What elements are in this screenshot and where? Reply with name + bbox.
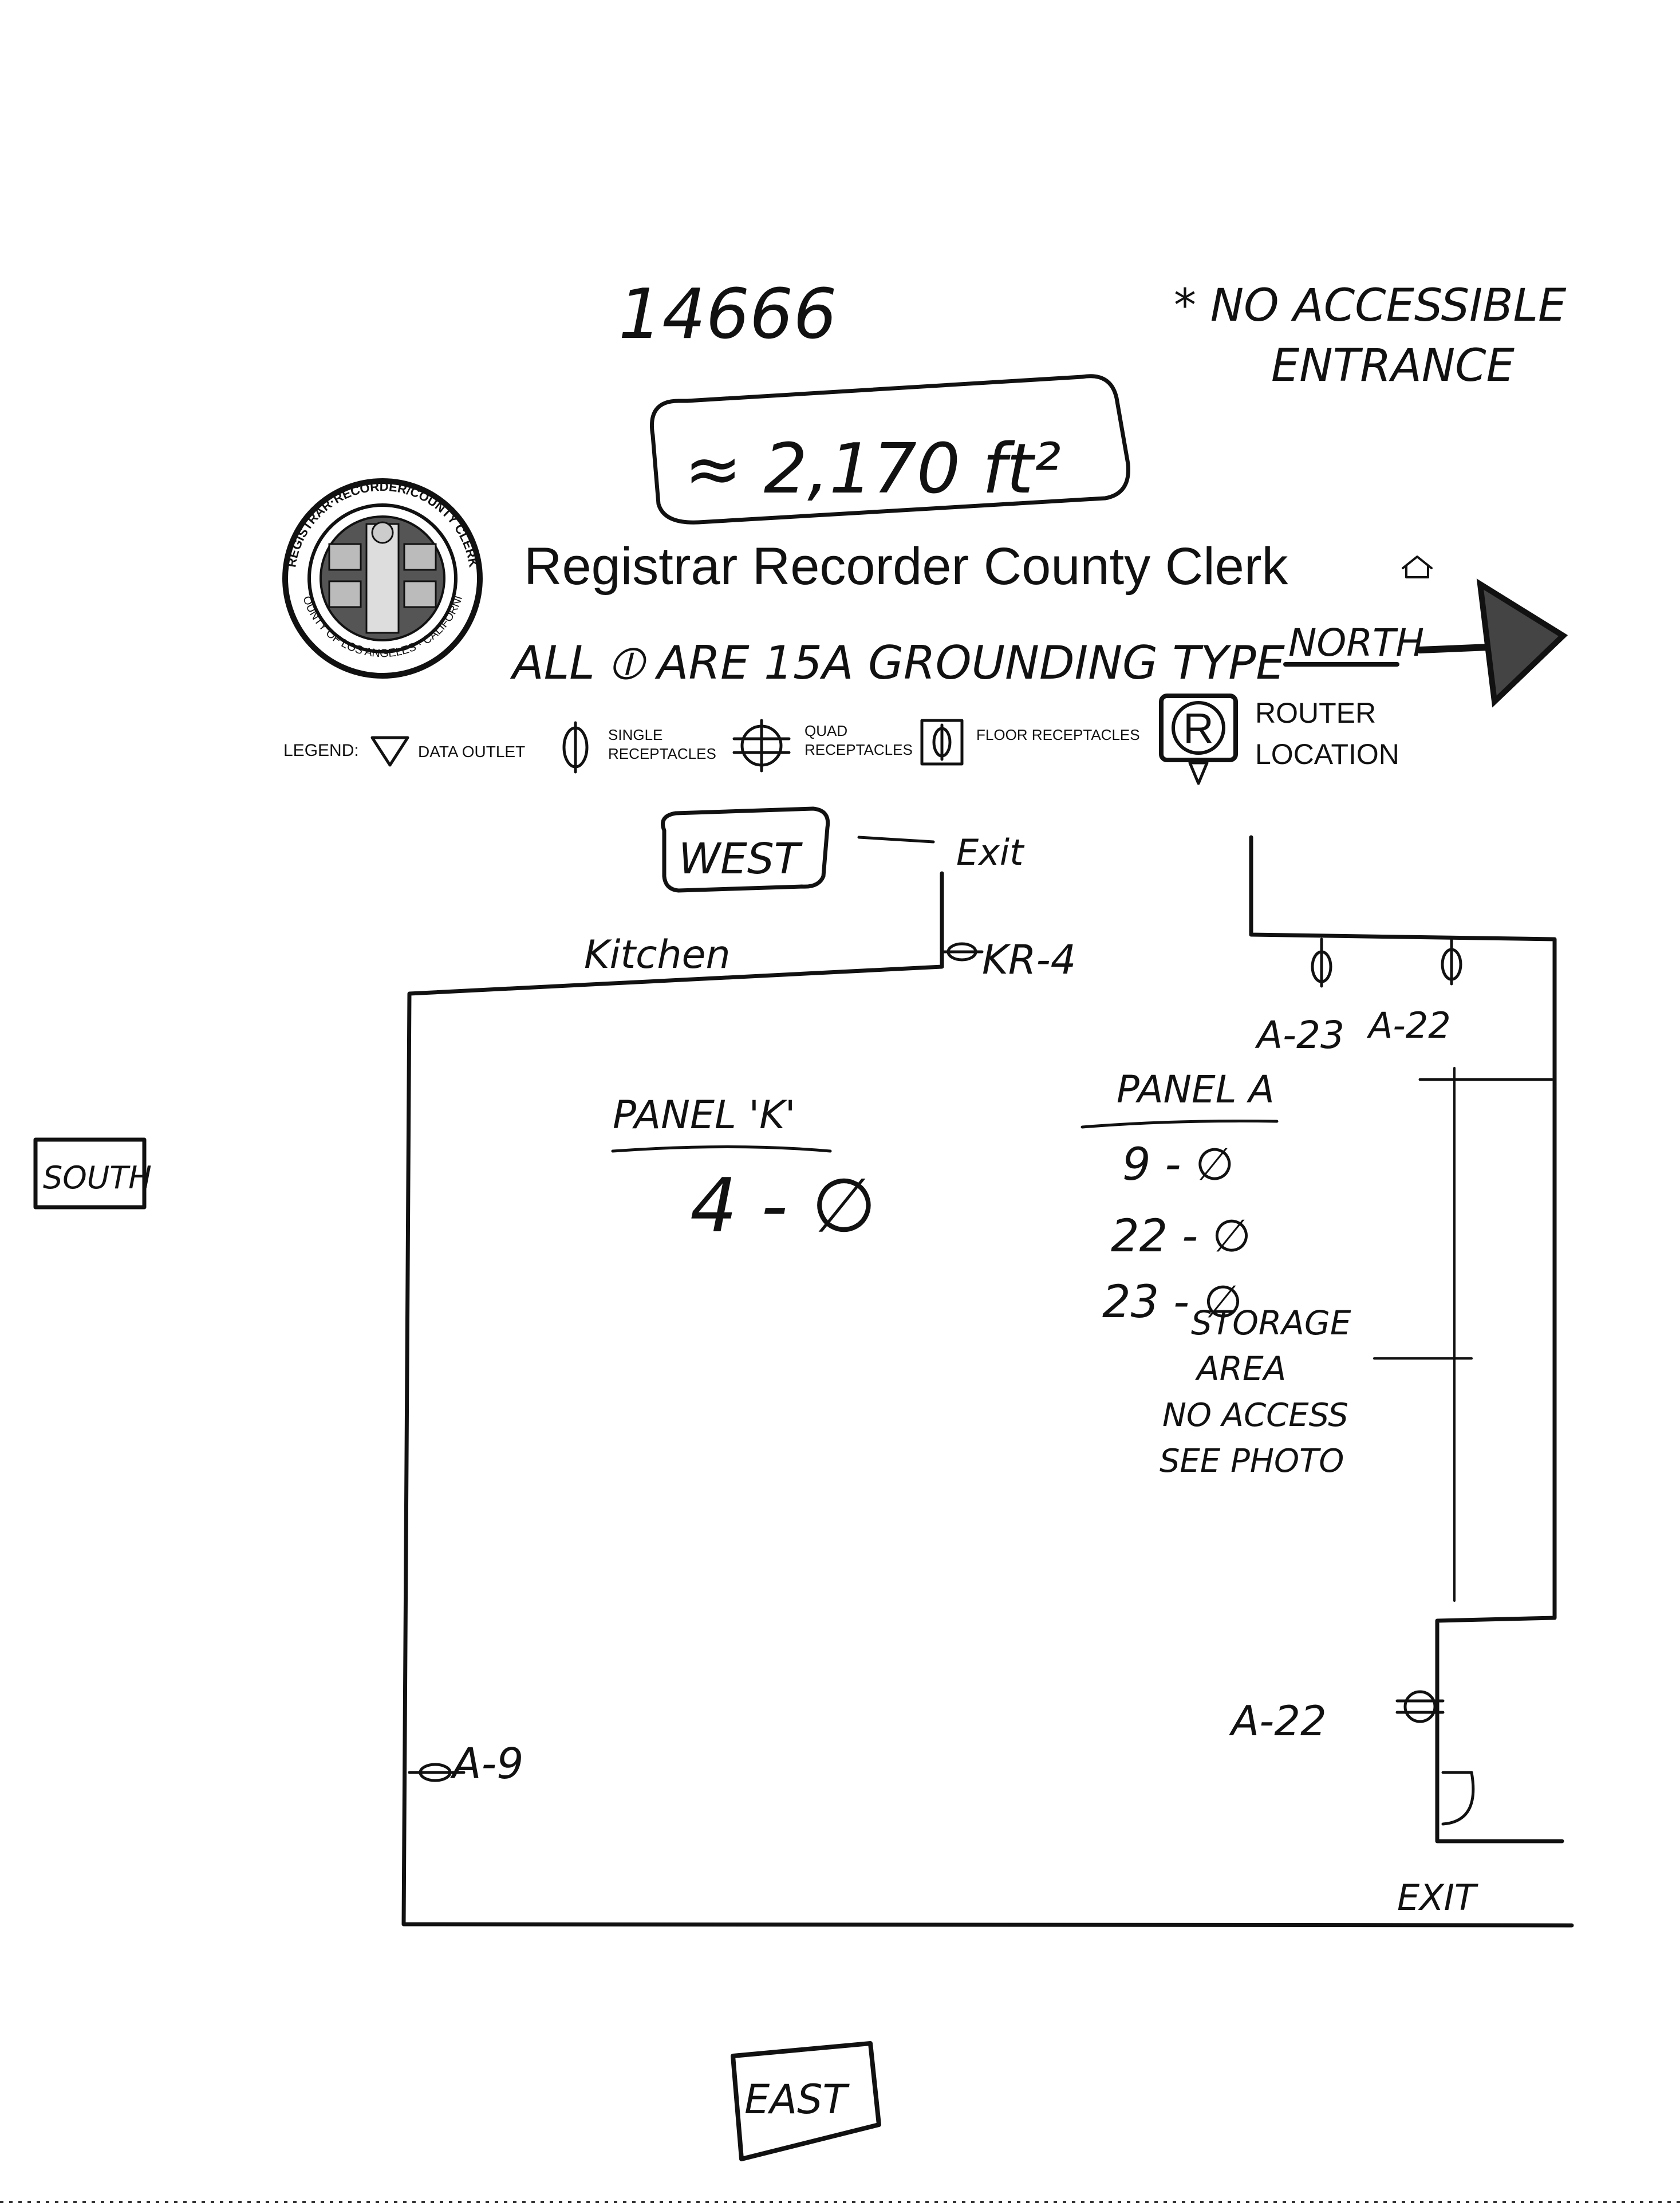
area-box <box>650 374 1130 525</box>
storage-line4: SEE PHOTO <box>1160 1443 1344 1480</box>
header-title: Registrar Recorder County Clerk <box>524 537 1288 596</box>
quad-receptacle-icon <box>732 719 791 773</box>
legend-single-2: RECEPTACLES <box>608 745 716 762</box>
receptacle-kr4 <box>940 942 984 962</box>
east-label: EAST <box>744 2076 850 2123</box>
receptacle-a9 <box>408 1763 466 1782</box>
receptacle-a22-top <box>1441 937 1462 986</box>
legend-data-outlet: DATA OUTLET <box>418 743 525 761</box>
door-swing <box>1441 1771 1475 1826</box>
panel-k-title: PANEL 'K' <box>613 1093 795 1138</box>
outlet-label-kr4: KR-4 <box>982 936 1076 983</box>
exit-top-label: Exit <box>956 832 1025 873</box>
panel-k-underline <box>611 1145 832 1153</box>
building-walls <box>401 835 1574 1928</box>
document-id: 14666 <box>618 275 837 354</box>
outlet-label-a9: A-9 <box>450 1739 523 1789</box>
outlet-label-a23: A-23 <box>1255 1013 1344 1057</box>
exit-bottom-label: EXIT <box>1397 1877 1478 1919</box>
panel-a-count-1: 9 - ∅ <box>1122 1139 1234 1191</box>
north-arrow-icon <box>1476 578 1568 708</box>
panel-a-count-3: 23 - ∅ <box>1102 1277 1243 1328</box>
panel-k-count: 4 - ∅ <box>690 1162 877 1249</box>
router-location-icon: R <box>1159 694 1238 785</box>
legend: LEGEND: DATA OUTLET SINGLE RECEPTACLES Q… <box>283 694 1399 785</box>
receptacle-note: ALL ⦶ ARE 15A GROUNDING TYPE <box>510 636 1285 690</box>
outlet-label-a22-side: A-22 <box>1229 1697 1327 1745</box>
north-arrow-shaft <box>1417 644 1492 653</box>
south-label: SOUTH <box>43 1160 152 1196</box>
east-box <box>731 2041 881 2161</box>
legend-single-1: SINGLE <box>608 726 662 743</box>
panel-a-underline <box>1080 1119 1279 1129</box>
storage-line3: NO ACCESS <box>1162 1397 1348 1434</box>
legend-label: LEGEND: <box>283 741 359 760</box>
receptacle-a22-side <box>1395 1690 1445 1723</box>
accessibility-note-line2: ENTRANCE <box>1271 340 1515 392</box>
kitchen-label: Kitchen <box>584 932 731 978</box>
north-label: NORTH <box>1288 621 1424 665</box>
accessibility-note-line1: * NO ACCESSIBLE <box>1174 280 1567 332</box>
west-label: WEST <box>679 834 803 884</box>
legend-router-1: ROUTER <box>1255 697 1376 729</box>
router-letter: R <box>1183 704 1213 752</box>
legend-floor: FLOOR RECEPTACLES <box>976 726 1140 743</box>
panel-a-count-2: 22 - ∅ <box>1111 1211 1251 1262</box>
storage-line2: AREA <box>1194 1349 1286 1388</box>
storage-line1: STORAGE <box>1191 1303 1351 1342</box>
legend-quad-2: RECEPTACLES <box>804 741 913 758</box>
single-receptacle-icon <box>562 721 589 774</box>
west-box <box>661 806 830 893</box>
home-icon <box>1402 556 1433 578</box>
county-seal-icon: REGISTRAR·RECORDER/COUNTY CLERK COUNTY O… <box>0 0 483 679</box>
legend-quad-1: QUAD <box>804 722 847 739</box>
data-outlet-icon <box>370 736 409 767</box>
legend-router-2: LOCATION <box>1255 738 1399 770</box>
panel-a-title: PANEL A <box>1117 1067 1275 1112</box>
floor-receptacle-icon <box>920 719 964 766</box>
receptacle-a23 <box>1311 937 1332 988</box>
south-box <box>33 1137 147 1210</box>
outlet-label-a22-top: A-22 <box>1366 1004 1451 1046</box>
area-value: ≈ 2,170 ft² <box>684 430 1061 509</box>
